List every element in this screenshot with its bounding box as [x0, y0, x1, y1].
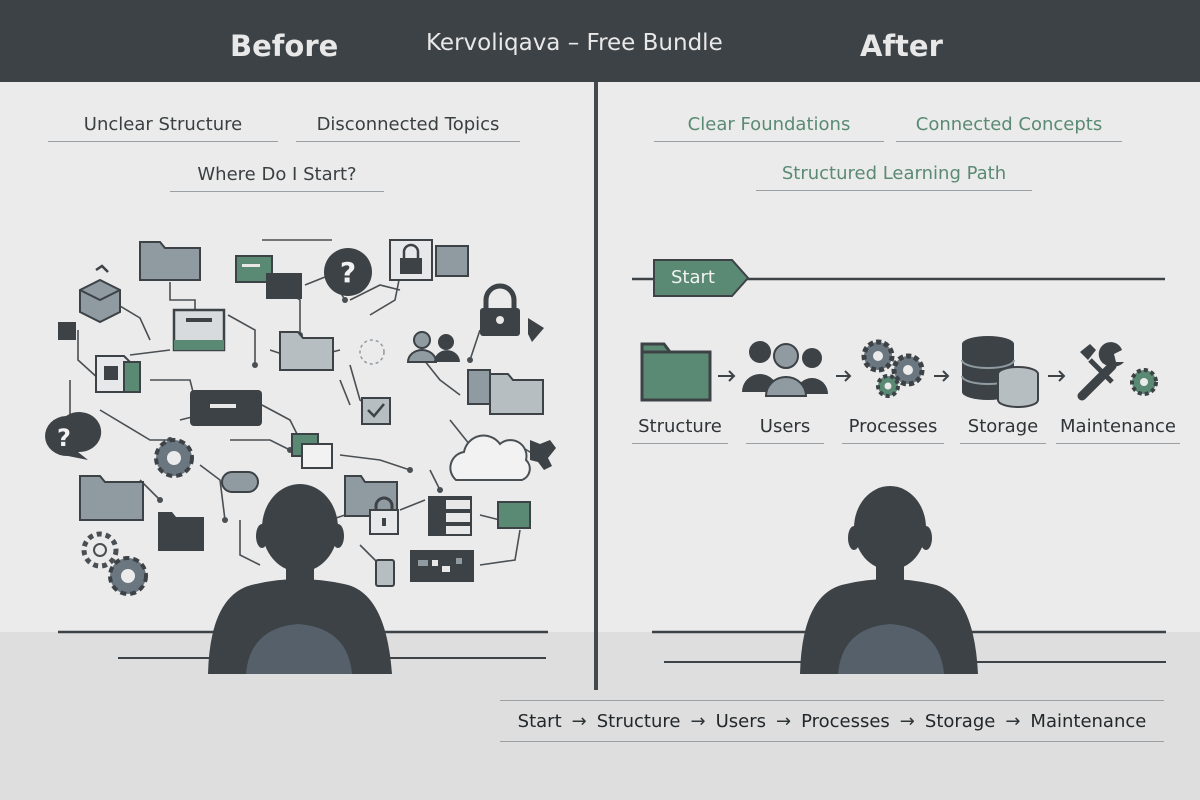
label-where-do-i-start: Where Do I Start? [170, 164, 384, 192]
path-arrow: → [899, 710, 915, 732]
after-heading: After [860, 29, 943, 63]
folder-icon [158, 512, 204, 551]
control-panel-icon [410, 550, 474, 582]
label-disconnected-topics: Disconnected Topics [296, 114, 520, 142]
center-divider [594, 82, 598, 690]
checkbox-icon [361, 397, 391, 425]
start-tag-shape [653, 259, 750, 297]
phone-icon [375, 559, 395, 587]
label-clear-foundations: Clear Foundations [654, 114, 884, 142]
start-tag: Start [652, 258, 750, 298]
step-label-maintenance: Maintenance [1056, 416, 1180, 444]
arrow-right-icon [1048, 370, 1066, 382]
person-back-icon [800, 486, 978, 674]
document-icon [95, 355, 141, 393]
start-tag-label: Start [671, 267, 715, 288]
window-icon [497, 501, 531, 529]
path-arrow: → [571, 710, 587, 732]
path-item-structure: Structure [596, 710, 681, 732]
lock-icon [369, 496, 399, 535]
folder-icon [79, 475, 144, 521]
step-label-structure: Structure [632, 416, 728, 444]
lock-icon [480, 283, 544, 342]
window-icon [235, 255, 302, 299]
folder-icon [279, 331, 334, 371]
path-arrow: → [775, 710, 792, 732]
label-structured-learning-path: Structured Learning Path [756, 163, 1032, 191]
gear-icon [81, 531, 148, 596]
path-item-processes: Processes [801, 710, 890, 732]
gears-icon [861, 339, 925, 398]
box-icon [79, 264, 121, 324]
learning-path-sequence: Start → Structure → Users → Processes → … [500, 700, 1164, 742]
person-back-icon [208, 484, 392, 674]
wrench-icon [1077, 342, 1158, 401]
chat-icon [221, 471, 259, 493]
path-item-users: Users [715, 710, 766, 732]
question-bubble-icon: ? [44, 412, 102, 460]
bundle-title: Kervoliqava – Free Bundle [426, 30, 723, 56]
folder-icon [344, 475, 398, 517]
arrow-right-icon [934, 370, 950, 382]
window-icon [172, 308, 226, 352]
message-bubble-icon [190, 390, 262, 426]
arrow-right-icon [718, 370, 736, 382]
window-icon [291, 433, 333, 469]
path-item-maintenance: Maintenance [1030, 710, 1147, 732]
chaos-cluster: ? ? [44, 239, 556, 674]
plug-icon [530, 440, 556, 470]
server-rack-icon [428, 496, 472, 536]
cloud-icon [449, 434, 531, 481]
svg-text:?: ? [57, 424, 71, 452]
header-bar: Before Kervoliqava – Free Bundle After [0, 0, 1200, 82]
label-unclear-structure: Unclear Structure [48, 114, 278, 142]
square-icon [58, 322, 76, 340]
path-arrow: → [1005, 710, 1021, 732]
gear-icon [154, 438, 194, 478]
step-label-users: Users [746, 416, 824, 444]
folder-icon [139, 241, 201, 281]
users-icon [742, 341, 828, 397]
question-icon: ? [324, 248, 372, 296]
step-label-storage: Storage [960, 416, 1046, 444]
svg-text:?: ? [340, 256, 356, 289]
label-connected-concepts: Connected Concepts [896, 114, 1122, 142]
path-arrow: → [690, 710, 706, 732]
path-item-storage: Storage [924, 710, 996, 732]
database-icon [961, 336, 1039, 408]
arrow-right-icon [836, 370, 852, 382]
step-label-processes: Processes [842, 416, 944, 444]
path-item-start: Start [517, 710, 562, 732]
tangled-connectors [69, 239, 536, 566]
lock-icon [389, 239, 469, 281]
folder-icon [467, 369, 544, 415]
desk-floor [0, 632, 1200, 800]
person-outline-icon [359, 339, 385, 365]
users-icon [406, 331, 460, 363]
folder-icon [640, 342, 712, 402]
before-heading: Before [230, 29, 339, 63]
structured-path-diagram [632, 277, 1166, 674]
